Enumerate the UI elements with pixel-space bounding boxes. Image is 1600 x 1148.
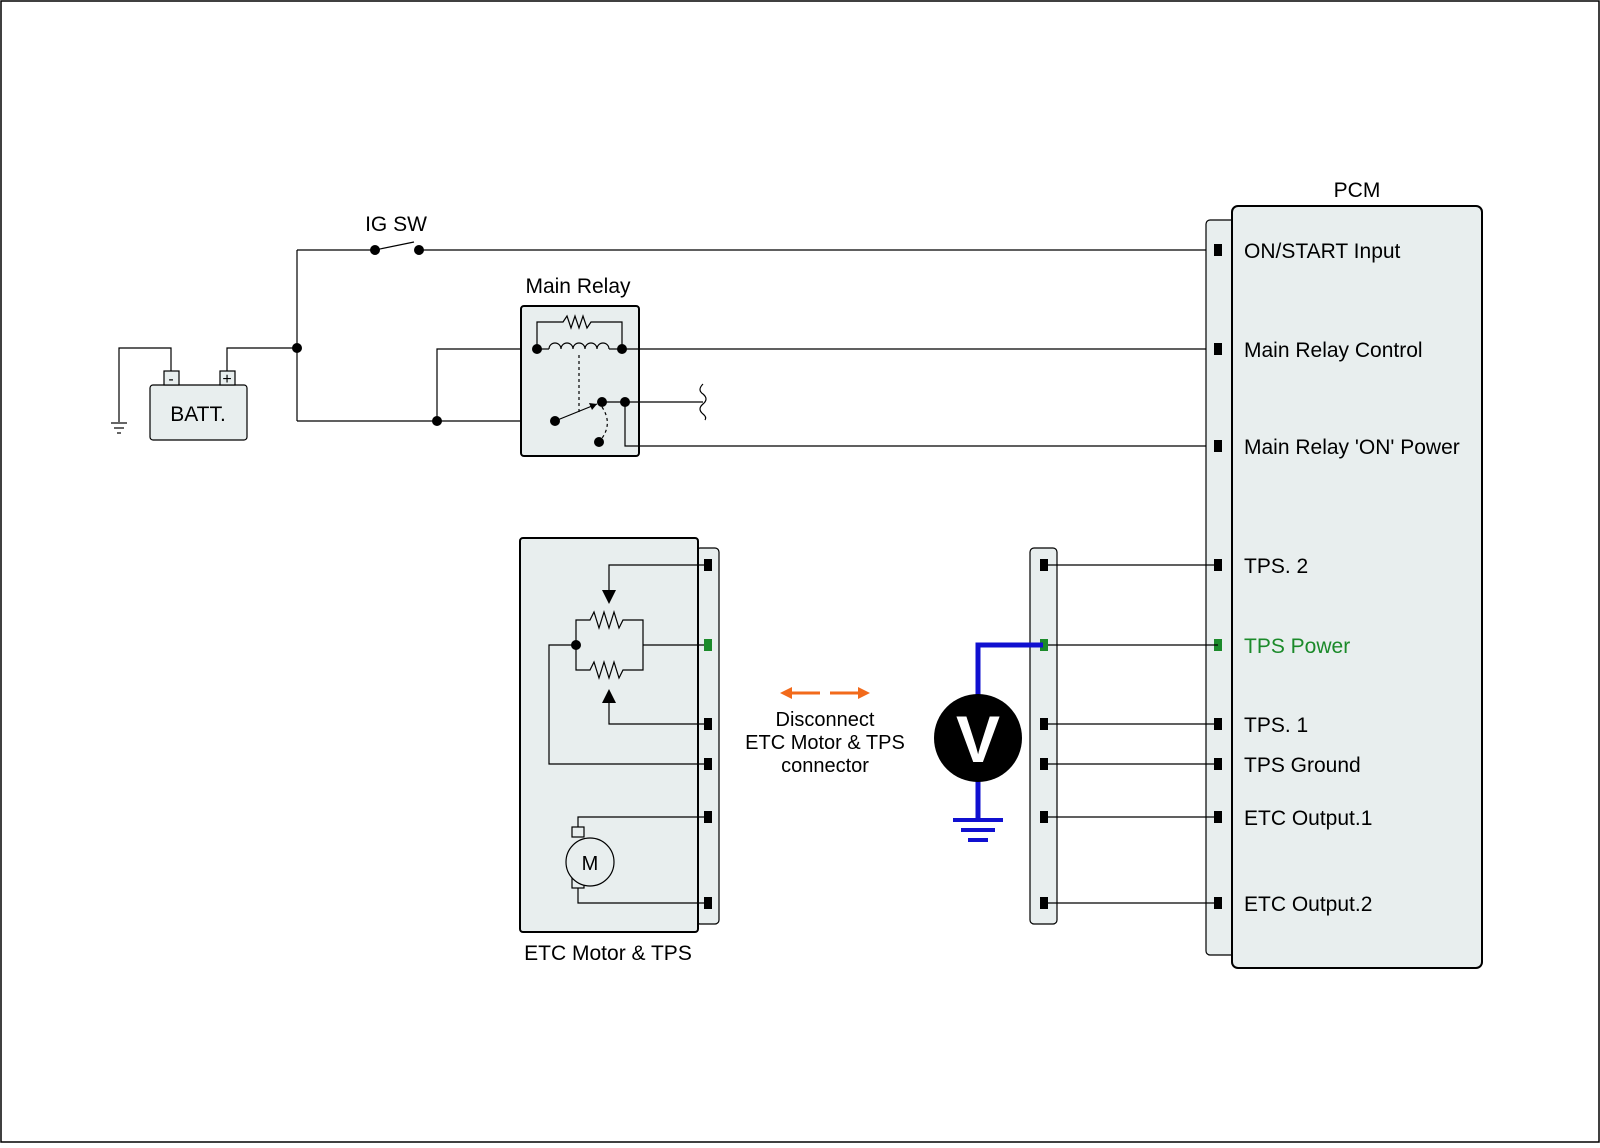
pcm-title: PCM: [1334, 179, 1381, 202]
etc-motor-tps-label: ETC Motor & TPS: [524, 942, 692, 965]
disconnect-note-line3: connector: [781, 755, 869, 777]
pcm-pin-terminal: [1214, 440, 1222, 452]
voltmeter-ground-icon: [953, 818, 1003, 842]
etc-pin-terminal: [704, 897, 712, 909]
tps-resistor-upper: [575, 609, 644, 645]
etc-pin-terminal: [704, 639, 712, 651]
battery-positive-wire: [226, 347, 297, 371]
pcm-pin-label: ON/START Input: [1244, 240, 1401, 263]
battery: BATT. - +: [149, 370, 248, 441]
etc-pin-terminal: [704, 758, 712, 770]
pcm-pin-label: Main Relay 'ON' Power: [1244, 436, 1460, 459]
pcm-pin-label: ETC Output.2: [1244, 893, 1372, 916]
relay-coil: [548, 342, 610, 350]
main-relay-on-power-wire: [624, 402, 1218, 447]
tps1-internal-wire: [608, 703, 708, 725]
etc-pin-terminal: [704, 811, 712, 823]
pcm-box: [1231, 205, 1483, 969]
voltmeter-probe-wire: [975, 642, 1043, 700]
harness-pin-list: [1040, 559, 1218, 909]
etc-connector: [695, 547, 720, 925]
voltmeter-label: V: [956, 702, 1000, 776]
battery-pos-sign: +: [222, 371, 231, 388]
etc-pin-list: [704, 559, 712, 909]
wire-break-icon: [699, 383, 707, 421]
battery-ground-wire: [118, 347, 172, 422]
wiper-arrow-icon: [602, 689, 616, 703]
main-relay-label: Main Relay: [525, 275, 631, 298]
pcm-pin-terminal: [1214, 244, 1222, 256]
tps-resistor-lower: [575, 645, 644, 681]
ig-switch-blade: [374, 241, 415, 251]
battery-body: [149, 384, 248, 441]
harness-connector: [1029, 547, 1058, 925]
pcm-pin-label: TPS Ground: [1244, 754, 1361, 777]
pcm-pin-label: Main Relay Control: [1244, 339, 1423, 362]
junction-dot: [292, 343, 302, 353]
main-relay: Main Relay: [520, 275, 640, 457]
pcm-pin-label: ETC Output.1: [1244, 807, 1372, 830]
etc-motor-tps-box: [519, 537, 699, 933]
harness-pin-terminal: [1040, 639, 1048, 651]
relay-resistor: [536, 314, 623, 349]
double-arrow-icon: [780, 687, 870, 699]
pcm-pin-label: TPS. 2: [1244, 555, 1308, 578]
ground-symbol-icon: [111, 422, 127, 434]
voltmeter-icon: [934, 694, 1022, 782]
harness-pin-terminal: [1040, 811, 1048, 823]
motor-label: M: [582, 853, 599, 875]
pcm-pin-label: TPS Power: [1244, 635, 1350, 658]
etc-motor-tps: ETC Motor & TPS M: [519, 537, 720, 965]
main-relay-box: [520, 305, 640, 457]
disconnect-note-line1: Disconnect: [776, 709, 875, 731]
harness-pin-terminal: [1040, 897, 1048, 909]
harness-pin-terminal: [1040, 758, 1048, 770]
relay-switch-blade: [554, 403, 598, 422]
pcm-pin-label: TPS. 1: [1244, 714, 1308, 737]
tps-ground-internal-wire: [548, 644, 708, 765]
tps2-internal-wire: [608, 564, 708, 591]
disconnect-note-line2: ETC Motor & TPS: [745, 732, 905, 754]
battery-label: BATT.: [170, 403, 226, 426]
battery-neg-sign: -: [168, 371, 173, 388]
relay-contact-arc: [598, 406, 608, 443]
wiper-arrow-icon: [602, 590, 616, 604]
ig-switch-label: IG SW: [365, 213, 427, 236]
harness-pin-terminal: [1040, 718, 1048, 730]
etc-pin-terminal: [704, 559, 712, 571]
harness-pin-terminal: [1040, 559, 1048, 571]
relay-coil-feed-wire: [436, 348, 537, 421]
etc-pin-terminal: [704, 718, 712, 730]
pcm-pin-terminal: [1214, 343, 1222, 355]
motor-symbol-icon: [565, 837, 615, 887]
